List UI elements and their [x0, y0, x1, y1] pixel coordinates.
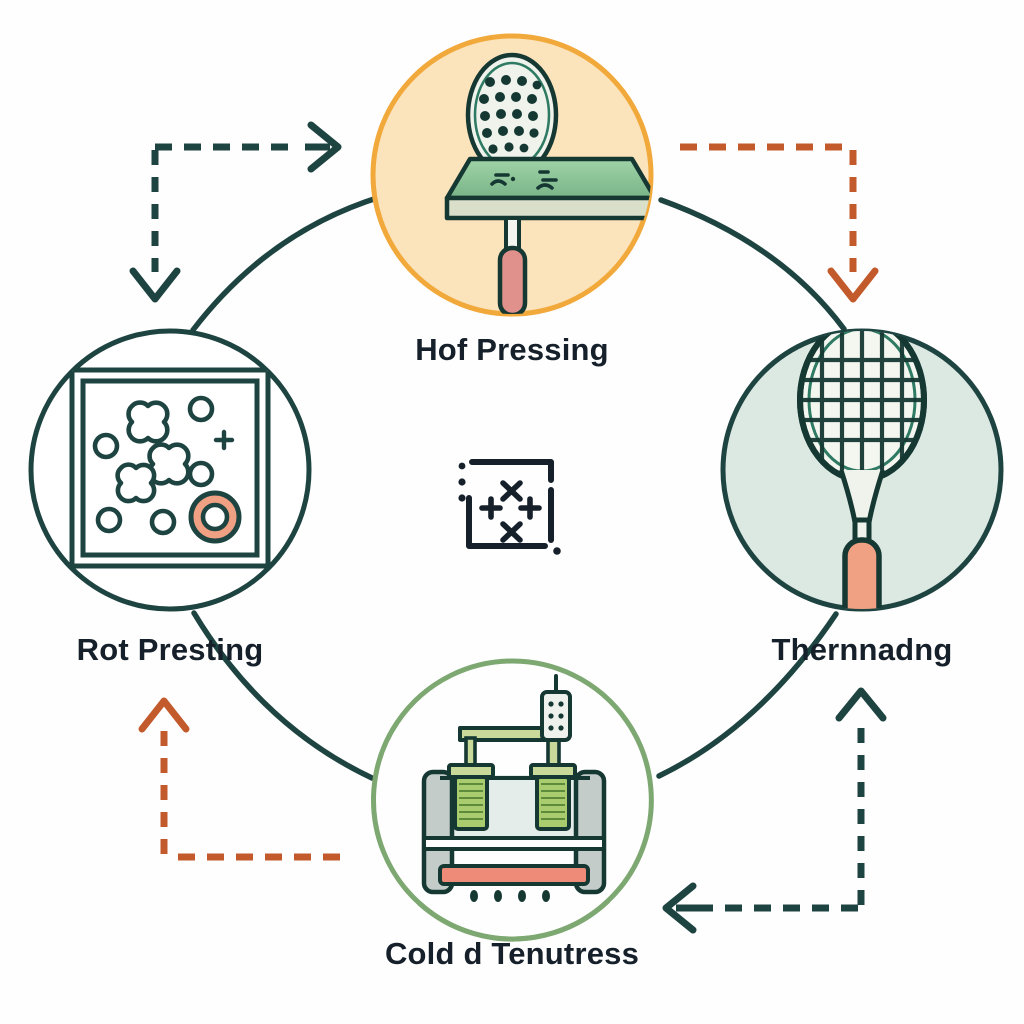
- arc-right-to-bottom: [656, 611, 839, 779]
- connector-bottom-right: [662, 687, 887, 934]
- node-raw-presting[interactable]: [28, 328, 312, 612]
- node-label-hot-pressing: Hof Pressing: [415, 332, 609, 367]
- node-thermnadng[interactable]: [720, 320, 1004, 630]
- node-cold-tenutress[interactable]: [371, 658, 654, 942]
- cold-press-machine-icon: [421, 674, 607, 902]
- node-hot-pressing[interactable]: [370, 33, 655, 317]
- connector-top-right: [680, 143, 879, 303]
- arc-left-to-top: [190, 194, 383, 333]
- material-panel-icon: [69, 367, 271, 569]
- connector-bottom-left: [138, 697, 340, 861]
- connector-top-left: [129, 121, 342, 303]
- hot-press-machine-icon: [444, 52, 651, 314]
- arc-top-to-right: [658, 197, 847, 332]
- dashed-square-marks-icon: [458, 459, 561, 555]
- tennis-racket-icon: [797, 331, 927, 609]
- arc-bottom-to-left: [191, 610, 375, 781]
- node-label-raw-presting: Rot Presting: [76, 632, 264, 667]
- node-label-thermnadng: Thernnadng: [771, 632, 953, 667]
- node-label-cold-tenutress: Cold d Tenutress: [384, 936, 640, 971]
